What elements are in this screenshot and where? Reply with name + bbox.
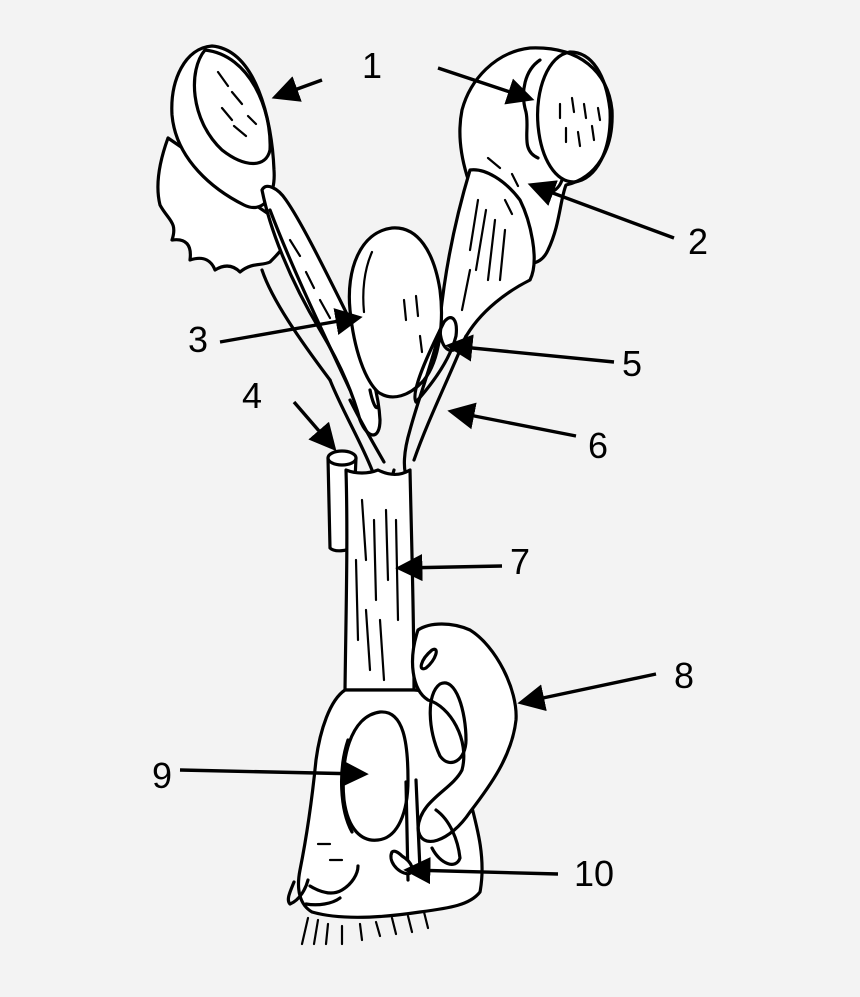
- right-oviduct: [438, 156, 536, 352]
- label-8: 8: [674, 655, 694, 696]
- left-oviduct: [260, 184, 382, 437]
- lower-body: [286, 622, 518, 946]
- label-7: 7: [510, 541, 530, 582]
- label-4: 4: [242, 375, 262, 416]
- label-3: 3: [188, 319, 208, 360]
- leader-1-right: [437, 66, 535, 105]
- leader-6: [447, 402, 577, 438]
- labels: 1 2 3 4 5 6 7 8 9 10: [152, 45, 708, 894]
- label-5: 5: [622, 343, 642, 384]
- label-2: 2: [688, 221, 708, 262]
- leader-10: [403, 856, 559, 885]
- leader-2: [527, 180, 675, 240]
- central-gland: [347, 226, 458, 410]
- leader-5: [445, 334, 615, 364]
- leader-4: [292, 400, 337, 452]
- leader-lines: [179, 66, 675, 885]
- main-duct: [343, 468, 416, 692]
- label-6: 6: [588, 425, 608, 466]
- leader-9: [179, 759, 369, 788]
- leader-7: [395, 553, 503, 582]
- label-1: 1: [362, 45, 382, 86]
- left-ovary: [170, 44, 276, 210]
- label-10: 10: [574, 853, 614, 894]
- leader-3: [219, 308, 363, 344]
- leader-8: [517, 672, 657, 712]
- label-9: 9: [152, 755, 172, 796]
- leader-1-left: [271, 76, 323, 102]
